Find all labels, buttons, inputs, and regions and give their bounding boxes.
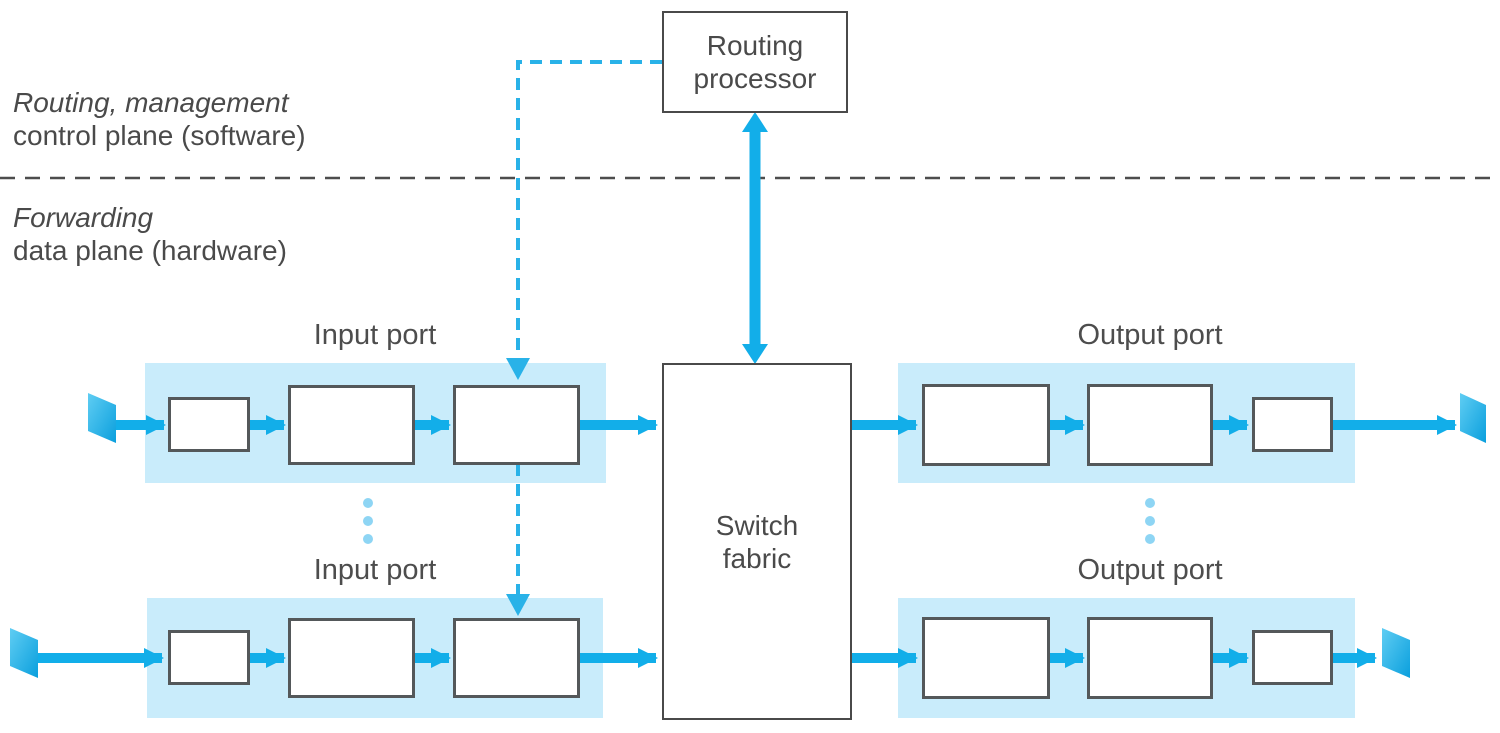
output-top-stage-box-1 xyxy=(922,384,1050,466)
input-port-label-bottom: Input port xyxy=(313,554,437,586)
output-top-stage-box-2 xyxy=(1087,384,1213,466)
output-port-label-bottom: Output port xyxy=(1077,554,1223,586)
input-bottom-stage-box-1 xyxy=(168,630,250,685)
input-top-stage-box-2 xyxy=(288,385,415,465)
output-port-label-top: Output port xyxy=(1077,319,1223,351)
control-dashed-arrow xyxy=(516,60,662,594)
control-plane-label-line1: Routing, management xyxy=(13,87,289,118)
ellipsis-dots xyxy=(363,498,1155,544)
control-plane-label: Routing, management control plane (softw… xyxy=(13,86,306,152)
packet-flow-arrows xyxy=(38,415,1457,668)
output-bottom-stage-box-1 xyxy=(922,617,1050,699)
output-bottom-stage-box-3 xyxy=(1252,630,1333,685)
data-plane-label: Forwarding data plane (hardware) xyxy=(13,201,287,267)
input-port-label-top: Input port xyxy=(313,319,437,351)
data-plane-label-line1: Forwarding xyxy=(13,202,154,233)
routing-processor-box: Routing processor xyxy=(662,11,848,113)
control-plane-label-line2: control plane (software) xyxy=(13,120,306,151)
input-top-stage-box-1 xyxy=(168,397,250,452)
link-terminator-shapes xyxy=(10,393,1486,678)
output-top-stage-box-3 xyxy=(1252,397,1333,452)
input-bottom-stage-box-2 xyxy=(288,618,415,698)
control-dashed-arrowheads xyxy=(506,358,530,616)
switch-fabric-box: Switch fabric xyxy=(662,363,852,720)
output-bottom-stage-box-2 xyxy=(1087,617,1213,699)
data-plane-label-line2: data plane (hardware) xyxy=(13,235,287,266)
input-top-stage-box-3 xyxy=(453,385,580,465)
input-bottom-stage-box-3 xyxy=(453,618,580,698)
rp-sf-double-arrow xyxy=(742,112,768,364)
